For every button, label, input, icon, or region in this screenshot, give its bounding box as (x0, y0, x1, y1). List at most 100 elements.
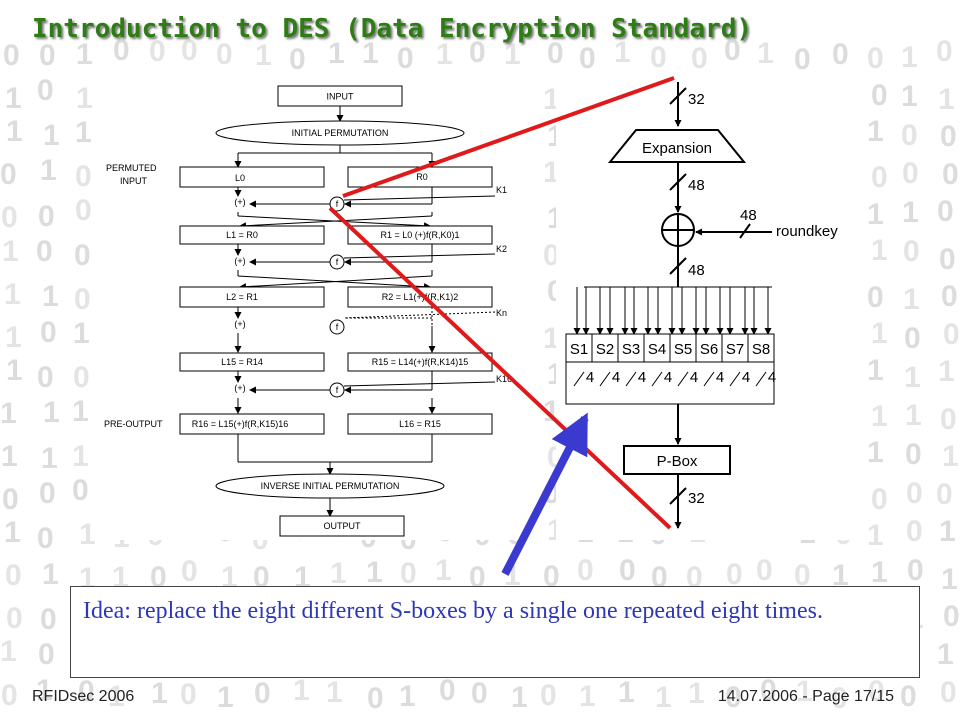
k1-label: K1 (496, 185, 507, 195)
zoom-line-bottom (328, 206, 672, 530)
background-glyph: 1 (0, 397, 17, 430)
background-glyph: 0 (543, 239, 560, 272)
background-glyph: 1 (293, 674, 310, 707)
background-glyph: 1 (221, 561, 238, 594)
background-glyph: 1 (2, 235, 19, 268)
background-glyph: 1 (867, 354, 884, 387)
expansion-box (607, 129, 747, 163)
background-glyph: 0 (149, 35, 166, 68)
background-glyph: 1 (901, 80, 918, 113)
background-glyph: 0 (940, 676, 957, 709)
background-glyph: 1 (618, 676, 635, 709)
background-glyph: 1 (867, 198, 884, 231)
background-glyph: 0 (937, 195, 954, 228)
background-glyph: 0 (936, 478, 953, 511)
background-glyph: 1 (871, 234, 888, 267)
background-glyph: 0 (650, 41, 667, 74)
background-glyph: 1 (76, 38, 93, 71)
l0-label: L0 (235, 173, 245, 183)
kn-label: Kn (496, 308, 507, 318)
background-glyph: 0 (901, 119, 918, 152)
background-glyph: 0 (868, 675, 885, 708)
sbox-width-3: 4 (638, 369, 646, 386)
width-label-roundkey: 48 (740, 207, 757, 224)
r0-label: R0 (416, 172, 428, 182)
background-glyph: 1 (43, 119, 60, 152)
background-glyph: 1 (614, 36, 631, 69)
background-glyph: 1 (543, 322, 560, 355)
background-glyph: 0 (794, 559, 811, 592)
sbox-output-frame (565, 361, 775, 405)
background-glyph: 1 (757, 37, 774, 70)
background-glyph: 0 (902, 157, 919, 190)
background-glyph: 1 (867, 436, 884, 469)
background-glyph: 1 (328, 37, 345, 70)
background-glyph: 0 (907, 554, 924, 587)
background-glyph: 0 (940, 403, 957, 436)
background-glyph: 0 (619, 554, 636, 587)
l16-label: L16 = R15 (399, 419, 441, 429)
background-glyph: 0 (943, 600, 960, 633)
slide-title: Introduction to DES (Data Encryption Sta… (32, 14, 753, 44)
background-glyph: 0 (73, 361, 90, 394)
sbox-s2 (591, 333, 619, 363)
sbox-width-4: 4 (664, 369, 672, 386)
background-glyph: 0 (726, 558, 743, 591)
background-glyph: 1 (937, 638, 954, 671)
background-glyph: 0 (871, 161, 888, 194)
pointer-arrow (501, 412, 589, 576)
f-label-16: f (336, 385, 339, 395)
background-glyph: 0 (941, 280, 958, 313)
background-glyph: 0 (37, 74, 54, 107)
background-glyph: 1 (871, 556, 888, 589)
sbox-width-7: 4 (742, 369, 750, 386)
background-glyph: 0 (871, 483, 888, 516)
background-glyph: 1 (871, 317, 888, 350)
background-glyph: 0 (39, 477, 56, 510)
background-glyph: 0 (471, 677, 488, 710)
background-glyph: 1 (655, 681, 672, 714)
background-glyph: 0 (40, 316, 57, 349)
background-glyph: 1 (942, 440, 959, 473)
background-glyph: 0 (905, 438, 922, 471)
sbox-fanout (573, 286, 772, 335)
background-glyph: 1 (36, 674, 53, 707)
background-glyph: 0 (39, 39, 56, 72)
background-glyph: 1 (151, 677, 168, 710)
background-glyph: 0 (38, 638, 55, 671)
sbox-width-1: 4 (586, 369, 594, 386)
l15-label: L15 = R14 (221, 357, 263, 367)
background-glyph: 1 (72, 440, 89, 473)
background-glyph: 0 (543, 560, 560, 593)
background-glyph: 1 (255, 39, 272, 72)
background-glyph: 1 (43, 396, 60, 429)
background-glyph: 1 (75, 116, 92, 149)
pbox-label: P-Box (657, 453, 698, 470)
background-glyph: 0 (867, 281, 884, 314)
background-glyph: 1 (40, 154, 57, 187)
background-glyph: 0 (1, 201, 18, 234)
permuted-input-label-2: INPUT (120, 176, 148, 186)
background-glyph: 0 (906, 477, 923, 510)
expansion-label: Expansion (642, 140, 712, 157)
background-glyph: 1 (941, 563, 958, 596)
background-glyph: 0 (367, 682, 384, 715)
background-glyph: 0 (38, 200, 55, 233)
background-glyph: 0 (651, 561, 668, 594)
background-glyph: 0 (36, 235, 53, 268)
background-glyph: 1 (112, 561, 129, 594)
background-glyph: 0 (5, 559, 22, 592)
background-glyph: 0 (72, 474, 89, 507)
background-glyph: 0 (37, 522, 54, 555)
background-glyph: 0 (180, 678, 197, 711)
background-glyph: 1 (903, 283, 920, 316)
sbox-label-s6: S6 (700, 341, 718, 358)
background-glyph: 0 (794, 43, 811, 76)
background-glyph: 1 (504, 38, 521, 71)
r15-label: R15 = L14(+)f(R,K14)15 (372, 357, 469, 367)
permuted-input-label-1: PERMUTED (106, 163, 157, 173)
background-glyph: 0 (439, 674, 456, 707)
background-glyph: 1 (5, 82, 22, 115)
background-glyph: 0 (150, 561, 167, 594)
